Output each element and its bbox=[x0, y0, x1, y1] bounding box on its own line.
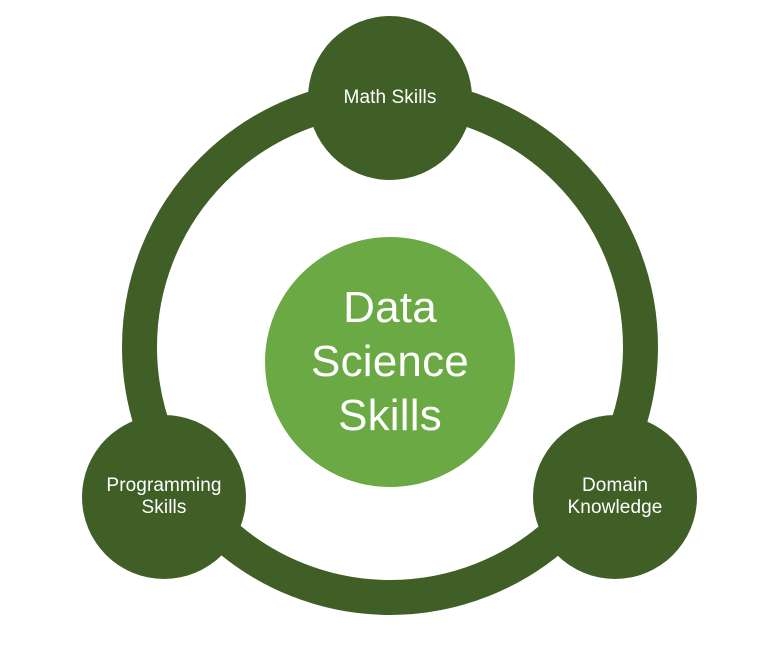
node-circle-domain-knowledge[interactable] bbox=[533, 415, 697, 579]
center-circle-data-science-skills[interactable] bbox=[265, 237, 515, 487]
node-circle-math-skills[interactable] bbox=[308, 16, 472, 180]
node-circle-programming-skills[interactable] bbox=[82, 415, 246, 579]
